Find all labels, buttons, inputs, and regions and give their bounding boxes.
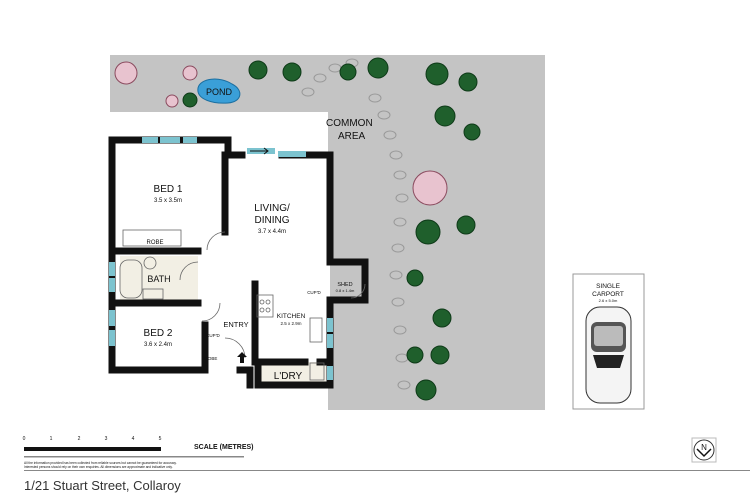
property-address: 1/21 Stuart Street, Collaroy — [24, 478, 181, 493]
dining-label: DINING — [255, 215, 290, 226]
bath-label: BATH — [147, 274, 170, 284]
stepping-stones — [301, 58, 411, 390]
building-floor — [112, 138, 330, 385]
common-area-label-2: AREA — [338, 131, 366, 142]
bed2-size: 3.6 x 2.4m — [144, 342, 172, 348]
entry-label: ENTRY — [223, 320, 248, 329]
bed1-size: 3.5 x 3.5m — [154, 198, 182, 204]
scale-tick: 5 — [159, 436, 162, 442]
scale-bar — [24, 447, 750, 471]
disclaimer-line-1: All the information provided has been co… — [24, 461, 177, 465]
living-size: 3.7 x 4.4m — [258, 229, 286, 235]
laundry-label: L'DRY — [274, 371, 303, 382]
kitchen-cupboard-label: CUP'D — [307, 290, 321, 295]
windows — [109, 137, 333, 380]
pond — [197, 78, 241, 104]
shed-size: 0.8 x 1.4m — [336, 288, 355, 293]
carport-size: 2.6 x 5.0m — [599, 298, 618, 303]
carport-label: SINGLE — [596, 283, 621, 290]
scale-tick: 3 — [105, 436, 108, 442]
living-label: LIVING/ — [254, 203, 290, 214]
kitchen-size: 2.5 x 2.9m — [280, 321, 301, 326]
entry-cupboard-label: CUP'D — [206, 333, 220, 338]
bed1-label: BED 1 — [154, 184, 183, 195]
disclaimer-line-2: Interested persons should rely on their … — [24, 465, 173, 469]
robe1-label: ROBE — [146, 240, 163, 246]
scale-tick: 4 — [132, 436, 135, 442]
sliding-door-arrow-icon — [250, 147, 269, 155]
scale-label: SCALE (METRES) — [194, 444, 254, 451]
fixtures — [119, 229, 366, 381]
scale-tick: 2 — [78, 436, 81, 442]
shed-label: SHED — [337, 282, 352, 288]
laundry-floor — [256, 362, 326, 384]
entry-arrow-icon — [237, 352, 247, 363]
kitchen-label: KITCHEN — [277, 313, 306, 320]
scale-tick: 0 — [23, 436, 26, 442]
scale-tick: 1 — [50, 436, 53, 442]
bath-floor — [120, 256, 198, 300]
pond-label: POND — [206, 87, 233, 97]
compass-label: N — [701, 443, 707, 452]
north-compass-icon — [691, 437, 717, 463]
trees — [182, 57, 481, 401]
common-area-label: COMMON — [326, 118, 373, 129]
carport-label-2: CARPORT — [592, 291, 624, 298]
blossom-shrubs — [114, 61, 448, 206]
robe2-label: ROBE — [205, 356, 218, 361]
car-icon — [585, 306, 632, 404]
bed2-label: BED 2 — [144, 328, 173, 339]
